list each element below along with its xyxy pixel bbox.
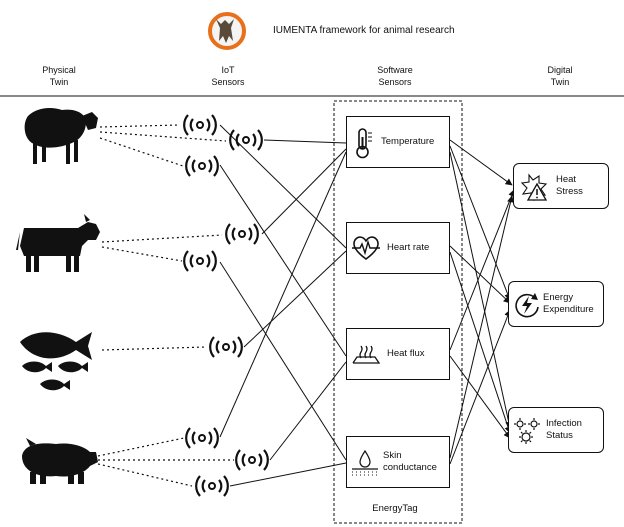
- column-heading-physical-twin: Physical Twin: [4, 64, 114, 88]
- wireless-sensor-icon: [185, 426, 219, 450]
- column-heading-line: Twin: [49, 77, 69, 87]
- wireless-sensor-icon: [183, 113, 217, 137]
- energytag-label: EnergyTag: [372, 503, 418, 514]
- digital-twin-label: Heat Stress: [556, 174, 583, 198]
- column-heading-line: Sensors: [378, 77, 412, 87]
- wireless-sensor-icon: [209, 335, 243, 359]
- column-heading-line: Sensors: [211, 77, 245, 87]
- heart-rate-icon: [352, 236, 380, 260]
- skin-conductance-icon: [352, 449, 378, 476]
- digital-twin-heat-stress[interactable]: Heat Stress: [513, 163, 609, 209]
- digital-twin-label: Energy Expenditure: [543, 292, 594, 316]
- column-heading-iot-sensors: IoT Sensors: [173, 64, 283, 88]
- page-title: IUMENTA framework for animal research: [273, 25, 455, 36]
- label-line: Stress: [556, 186, 583, 197]
- label-line: Infection: [546, 418, 582, 429]
- digital-twin-infection-status[interactable]: Infection Status: [508, 407, 604, 453]
- software-sensor-skin-conductance[interactable]: Skin conductance: [346, 436, 450, 488]
- label-line: Expenditure: [543, 304, 594, 315]
- label-line: Heat: [556, 174, 577, 185]
- software-sensor-label: Heart rate: [387, 242, 430, 253]
- sheep-icon: [24, 108, 98, 164]
- thermometer-icon: [356, 128, 372, 159]
- column-heading-line: IoT: [221, 65, 235, 75]
- pig-icon: [22, 438, 98, 484]
- column-heading-line: Twin: [550, 77, 570, 87]
- cow-icon: [16, 214, 100, 272]
- energy-icon: [515, 293, 539, 318]
- label-line: Status: [546, 430, 573, 441]
- wireless-sensor-icon: [195, 474, 229, 498]
- label-line: Skin: [383, 450, 402, 461]
- label-line: conductance: [383, 462, 437, 473]
- wireless-links: [97, 124, 234, 487]
- column-heading-digital-twin: Digital Twin: [505, 64, 615, 88]
- wireless-sensor-icon: [235, 448, 269, 472]
- digital-twin-energy-expenditure[interactable]: Energy Expenditure: [508, 281, 604, 327]
- heat-stress-icon: [520, 173, 548, 202]
- heat-flux-icon: [352, 345, 381, 364]
- iumenta-logo: [208, 12, 246, 50]
- wireless-sensor-icon: [225, 222, 259, 246]
- fish-icon: [20, 332, 92, 391]
- software-sensor-label: Heat flux: [387, 348, 425, 359]
- iot-sensors: [183, 113, 269, 498]
- software-sensor-heart-rate[interactable]: Heart rate: [346, 222, 450, 274]
- column-heading-software-sensors: Software Sensors: [340, 64, 450, 88]
- iot-to-software-links: [219, 124, 347, 487]
- virus-icon: [514, 418, 540, 444]
- software-sensor-heat-flux[interactable]: Heat flux: [346, 328, 450, 380]
- label-line: Energy: [543, 292, 574, 303]
- software-to-digital-arrows: [449, 139, 515, 465]
- digital-twin-label: Infection Status: [546, 418, 582, 442]
- software-sensor-label: Skin conductance: [383, 450, 437, 474]
- column-heading-line: Software: [377, 65, 413, 75]
- wireless-sensor-icon: [183, 249, 217, 273]
- software-sensor-temperature[interactable]: Temperature: [346, 116, 450, 168]
- software-sensor-label: Temperature: [381, 136, 435, 147]
- column-heading-line: Digital: [547, 65, 573, 75]
- wireless-sensor-icon: [185, 154, 219, 178]
- column-heading-line: Physical: [42, 65, 76, 75]
- physical-twin-animals: [16, 108, 100, 484]
